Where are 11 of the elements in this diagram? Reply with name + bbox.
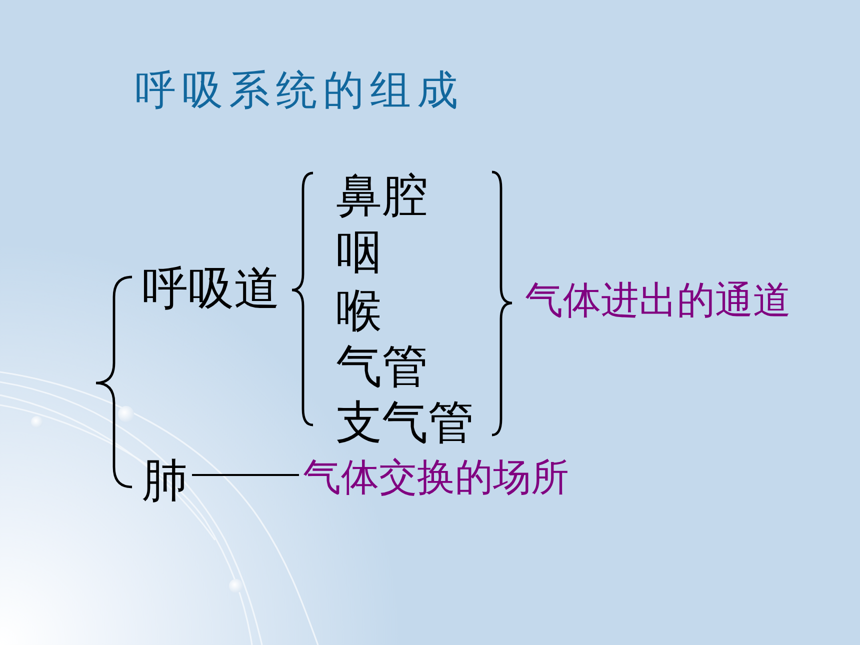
description-text: 气体进出的通道 xyxy=(525,281,791,319)
term-label: 气管 xyxy=(336,343,428,389)
term-label: 呼吸道 xyxy=(142,265,280,311)
connector-line xyxy=(192,474,299,476)
slide-title: 呼吸系统的组成 xyxy=(135,70,464,111)
term-label: 鼻腔 xyxy=(336,172,428,218)
term-label: 喉 xyxy=(336,287,382,333)
organ-label: 肺 xyxy=(142,457,188,503)
description-text: 气体交换的场所 xyxy=(303,458,569,496)
term-label: 咽 xyxy=(336,229,382,275)
term-label: 支气管 xyxy=(336,399,474,445)
